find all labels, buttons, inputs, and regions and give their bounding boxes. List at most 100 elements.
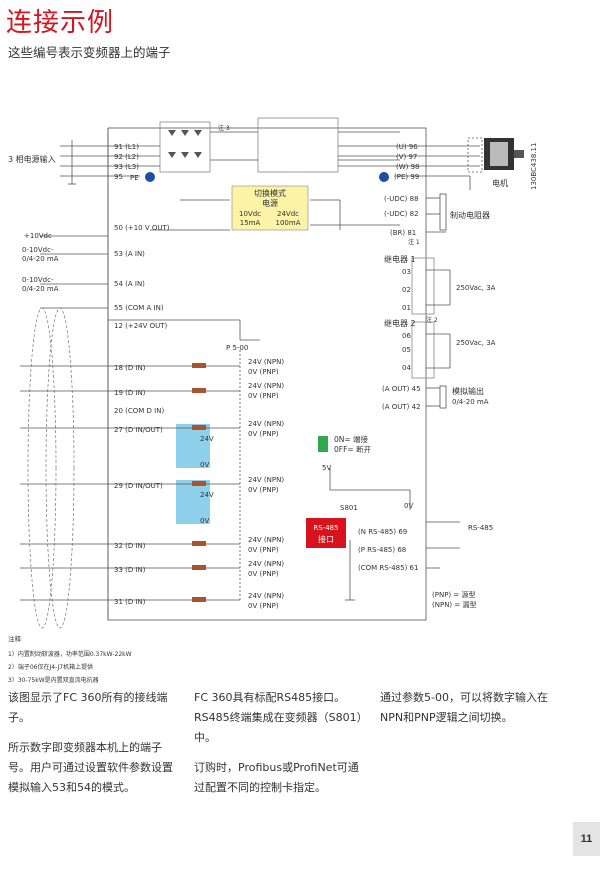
col2-para2: 订购时，Profibus或ProfiNet可通过配置不同的控制卡指定。: [194, 761, 359, 794]
terminal-98: (W) 98: [396, 163, 420, 171]
logic-box-27: [176, 424, 210, 468]
terminal-19: 19 (D IN): [114, 389, 146, 397]
terminal-96: (U) 96: [396, 143, 418, 151]
relay2-label: 继电器 2: [384, 318, 416, 328]
s801-5v: 5V: [322, 464, 331, 472]
terminal-pe: PE: [130, 174, 139, 182]
terminal-93: 93 (L3): [114, 163, 139, 171]
smps-box: 切换模式 电源 10Vdc 15mA 24Vdc 100mA: [231, 185, 309, 231]
relay2-rating: 250Vac, 3A: [456, 339, 496, 347]
rs485-interface-box: [306, 518, 346, 548]
terminal-88: (-UDC) 88: [384, 195, 419, 203]
terminal-31: 31 (D IN): [114, 598, 146, 606]
note-3-label: 注 3: [218, 124, 230, 132]
col3-para1: 通过参数5-00，可以将数字输入在NPN和PNP逻辑之间切换。: [380, 691, 548, 724]
note-item-2: 2）端子06仅在J4-J7机箱上提供: [8, 664, 94, 671]
terminal-69: (N RS-485) 69: [358, 528, 407, 536]
terminal-99: (PE) 99: [394, 173, 419, 181]
terminal-12: 12 (+24V OUT): [114, 322, 168, 330]
pnp-27: 0V (PNP): [248, 430, 279, 438]
relay2-t05: 05: [402, 346, 411, 354]
logic-27-24v: 24V: [200, 435, 214, 443]
npn-18: 24V (NPN): [248, 358, 284, 366]
relay2-t04: 04: [402, 364, 411, 372]
notes-block: 注释 1）内置制动斩波器，功率范围0.37kW-22kW 2）端子06仅在J4-…: [8, 633, 132, 687]
terminal-18: 18 (D IN): [114, 364, 146, 372]
switch-off-label: 0FF= 断开: [334, 444, 372, 454]
terminal-32: 32 (D IN): [114, 542, 146, 550]
terminal-61: (COM RS-485) 61: [358, 564, 418, 572]
analog-out-label: 模拟输出: [452, 386, 484, 396]
npn-legend: (NPN) = 漏型: [432, 600, 476, 609]
smps-c1: 15mA: [240, 219, 261, 227]
pnp-18: 0V (PNP): [248, 368, 279, 376]
switch-icon: [318, 436, 328, 452]
ground-icon: [145, 172, 389, 182]
s801-label: S801: [340, 504, 358, 512]
rs485-box-line1: RS-485: [313, 524, 338, 532]
relay1-rating: 250Vac, 3A: [456, 284, 496, 292]
cable-shield: [27, 307, 75, 629]
part-number: 130BC438.11: [530, 143, 538, 190]
switch-on-label: 0N= 端接: [334, 434, 369, 444]
relay2-t06: 06: [402, 332, 411, 340]
col1-para1: 该图显示了FC 360所有的接线端子。: [8, 691, 168, 724]
terminal-27: 27 (D IN/OUT): [114, 426, 163, 434]
terminal-95: 95: [114, 173, 123, 181]
logic-27-0v: 0V: [200, 461, 209, 469]
smps-title1: 切换模式: [254, 188, 286, 198]
note-item-3: 3）30-75kW是内置双直流电抗器: [8, 677, 99, 684]
page-number: 11: [573, 822, 600, 856]
logic-box-29: [176, 480, 210, 524]
terminal-82: (-UDC) 82: [384, 210, 419, 218]
input-resistors: [192, 363, 206, 602]
relay1-label: 继电器 1: [384, 254, 416, 264]
rs485-box-line2: 接口: [318, 534, 334, 544]
ain2-label-b: 0/4-20 mA: [22, 285, 59, 293]
terminal-50: 50 (+10 V OUT): [114, 224, 170, 232]
logic-29-0v: 0V: [200, 517, 209, 525]
npn-33: 24V (NPN): [248, 560, 284, 568]
brake-resistor-label: 制动电阻器: [450, 210, 490, 220]
rectifier-diodes: [168, 130, 202, 158]
digital-input-wires: [20, 350, 241, 601]
pnp-19: 0V (PNP): [248, 392, 279, 400]
pnp-legend: (PNP) = 源型: [432, 590, 475, 599]
ain1-label-a: 0-10Vdc-: [22, 246, 54, 254]
terminal-53: 53 (A IN): [114, 250, 145, 258]
note-2-label: 注 2: [426, 316, 438, 324]
npn-32: 24V (NPN): [248, 536, 284, 544]
terminal-81: (BR) 81: [390, 229, 416, 237]
relay1-t02: 02: [402, 286, 411, 294]
npn-29: 24V (NPN): [248, 476, 284, 484]
terminal-45: (A OUT) 45: [382, 385, 421, 393]
smps-c2: 100mA: [276, 219, 301, 227]
wiring-diagram: 切换模式 电源 10Vdc 15mA 24Vdc 100mA 24V 0V 24…: [8, 117, 538, 629]
motor-label: 电机: [492, 178, 508, 188]
terminal-55: 55 (COM A IN): [114, 304, 164, 312]
terminal-20: 20 (COM D IN): [114, 407, 164, 415]
terminal-68: (P RS-485) 68: [358, 546, 406, 554]
pnp-32: 0V (PNP): [248, 546, 279, 554]
pnp-29: 0V (PNP): [248, 486, 279, 494]
note-1-label: 注 1: [408, 238, 420, 246]
text-column-3: 通过参数5-00，可以将数字输入在NPN和PNP逻辑之间切换。: [380, 688, 560, 738]
text-column-2: FC 360具有标配RS485接口。RS485终端集成在变频器（S801）中。 …: [194, 688, 366, 808]
smps-v1: 10Vdc: [239, 210, 261, 218]
ain2-label-a: 0-10Vdc-: [22, 276, 54, 284]
relay1-t03: 03: [402, 268, 411, 276]
smps-v2: 24Vdc: [277, 210, 299, 218]
terminal-92: 92 (L2): [114, 153, 139, 161]
page-title: 连接示例: [6, 8, 115, 38]
ain1-label-b: 0/4-20 mA: [22, 255, 59, 263]
npn-27: 24V (NPN): [248, 420, 284, 428]
terminal-54: 54 (A IN): [114, 280, 145, 288]
relay1-t01: 01: [402, 304, 411, 312]
pnp-33: 0V (PNP): [248, 570, 279, 578]
analog-out-range: 0/4-20 mA: [452, 398, 489, 406]
logic-29-24v: 24V: [200, 491, 214, 499]
npn-31: 24V (NPN): [248, 592, 284, 600]
notes-header: 注释: [8, 635, 21, 643]
text-column-1: 该图显示了FC 360所有的接线端子。 所示数字即变频器本机上的端子号。用户可通…: [8, 688, 180, 808]
s801-0v: 0V: [404, 502, 413, 510]
